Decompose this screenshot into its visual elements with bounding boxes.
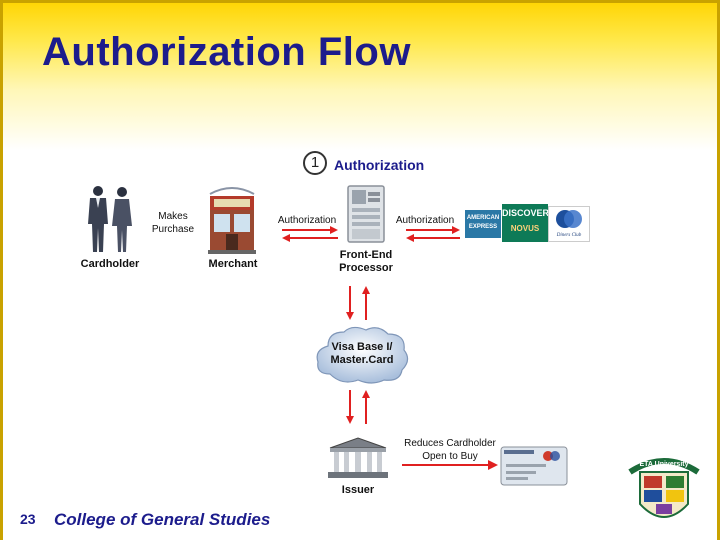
arrows-processor-brands: [406, 226, 460, 242]
page-number: 23: [20, 511, 36, 527]
edge-label-merchant-processor: Authorization: [277, 215, 337, 226]
reduces-open-to-buy-label: Reduces Cardholder Open to Buy: [400, 437, 500, 463]
diners-club-logo: Diners Club: [548, 206, 590, 242]
reduces-line2: Open to Buy: [422, 451, 478, 462]
issuer-bank-icon: [328, 437, 388, 478]
slide-border-left: [0, 0, 3, 540]
step-number-badge: 1: [303, 151, 327, 175]
issuer-label: Issuer: [341, 484, 375, 496]
arrows-processor-network: [346, 286, 370, 320]
slide-title: Authorization Flow: [42, 30, 411, 74]
front-end-line1: Front-End: [339, 249, 393, 261]
novus-logo-text: NOVUS: [510, 224, 540, 233]
front-end-line2: Processor: [339, 262, 393, 274]
discover-logo-text: DISCOVER: [502, 208, 550, 218]
network-line2: Master.Card: [330, 354, 394, 366]
makes-purchase-line2: Purchase: [151, 224, 195, 235]
cardholder-label: Cardholder: [80, 258, 140, 270]
front-end-processor-icon: [347, 185, 385, 243]
arrows-network-issuer: [346, 390, 370, 424]
merchant-store-icon: [208, 187, 256, 254]
edge-label-processor-brands: Authorization: [395, 215, 455, 226]
university-emblem-icon: ETA University: [628, 458, 700, 518]
arrow-issuer-card: [402, 460, 498, 470]
emblem-text: ETA University: [639, 461, 688, 468]
network-label: Visa Base I/ Master.Card: [316, 341, 408, 367]
merchant-label: Merchant: [208, 258, 258, 270]
makes-purchase-line1: Makes: [158, 211, 188, 222]
slide-border-right: [717, 0, 720, 540]
network-cloud-icon: [316, 326, 409, 384]
discover-novus-logo: DISCOVER NOVUS: [502, 204, 550, 242]
cardholder-icon: [88, 186, 132, 252]
front-end-processor-label: Front-End Processor: [326, 249, 406, 275]
makes-purchase-label: Makes Purchase: [146, 210, 200, 236]
reduces-line1: Reduces Cardholder: [404, 438, 496, 449]
arrows-merchant-processor: [282, 226, 338, 242]
footer-college-name: College of General Studies: [54, 510, 271, 529]
step-label: Authorization: [334, 157, 425, 173]
network-line1: Visa Base I/: [331, 341, 393, 353]
svg-text:Diners Club: Diners Club: [556, 233, 582, 238]
credit-card-icon: [500, 446, 568, 486]
slide-border-top: [0, 0, 720, 3]
diners-club-emblem-icon: Diners Club: [556, 210, 582, 238]
amex-logo: AMERICAN EXPRESS: [465, 210, 501, 238]
